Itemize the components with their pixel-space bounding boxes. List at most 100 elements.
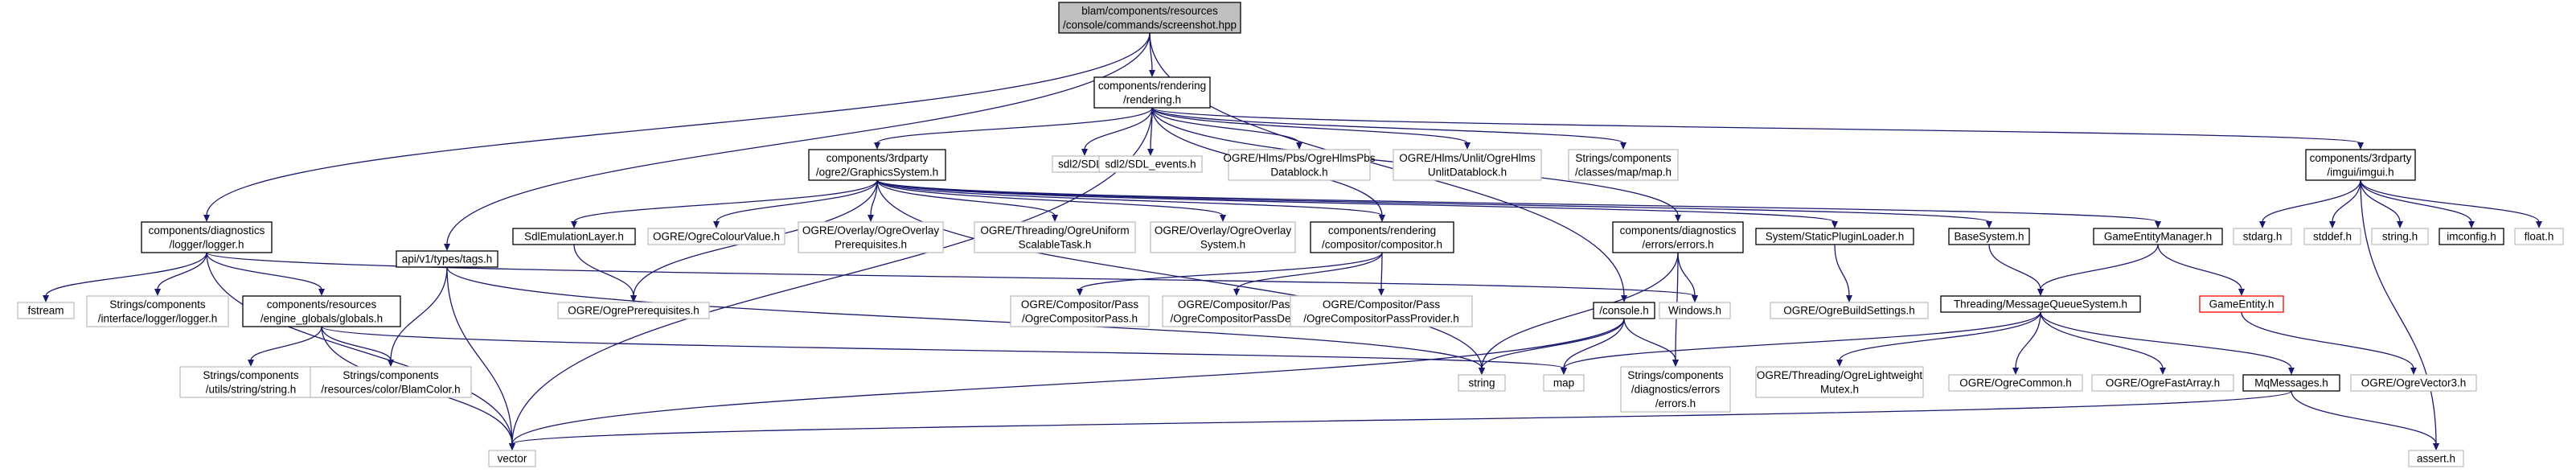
edge-console-to-mapstd xyxy=(1561,318,1625,375)
node-box xyxy=(2371,228,2429,245)
edge-root-to-console xyxy=(1149,32,1627,302)
node-box xyxy=(1010,295,1150,327)
edge-mq-to-assert xyxy=(2291,390,2439,450)
edge-line xyxy=(1149,32,1625,297)
node-mqmessages-h[interactable]: MqMessages.h xyxy=(2242,374,2340,392)
edge-gfx-to-uniform xyxy=(876,179,1058,222)
node-string: string xyxy=(1458,374,1506,392)
node-label: OGRE/Compositor/Pass xyxy=(1323,298,1441,311)
node-basesystem-h[interactable]: BaseSystem.h xyxy=(1948,228,2030,245)
node-label: sdl2/SDL.h xyxy=(1058,158,1111,171)
edge-line xyxy=(321,326,392,361)
node-label: MqMessages.h xyxy=(2254,377,2328,389)
node-system-staticpluginloader-h[interactable]: System/StaticPluginLoader.h xyxy=(1755,228,1914,245)
arrowhead xyxy=(203,215,210,222)
node-box xyxy=(1150,221,1296,253)
node-label: stdarg.h xyxy=(2243,231,2283,243)
node-label: Strings/components xyxy=(1627,369,1724,381)
node-map: map xyxy=(1543,374,1585,392)
node-label: api/v1/types/tags.h xyxy=(402,253,493,265)
edge-errors-to-windows xyxy=(1677,252,1698,302)
edge-line xyxy=(206,252,1696,297)
edge-line xyxy=(876,107,1153,144)
node-label: blam/components/resources xyxy=(1081,5,1218,17)
arrowhead xyxy=(630,295,637,302)
node-label: /OgreCompositorPass.h xyxy=(1022,312,1138,324)
arrowhead xyxy=(43,295,49,302)
node-gameentitymanager-h[interactable]: GameEntityManager.h xyxy=(2093,228,2223,245)
node-label: string xyxy=(1468,377,1495,389)
edge-gfx-to-compositor xyxy=(876,179,1385,222)
node-label: OGRE/OgreCommon.h xyxy=(1959,377,2072,389)
node-api-v1-types-tags-h[interactable]: api/v1/types/tags.h xyxy=(396,250,498,268)
node-ogre-ogrevector3-h: OGRE/OgreVector3.h xyxy=(2350,374,2477,392)
edge-globals-to-mapstd xyxy=(321,326,1567,375)
edge-line xyxy=(446,32,1151,245)
node-box xyxy=(1458,374,1506,392)
arrowhead xyxy=(874,142,880,150)
node-components-3rdparty-imgui-imgui-h[interactable]: components/3rdparty/imgui/imgui.h xyxy=(2305,149,2416,181)
node-label: Mutex.h xyxy=(1820,383,1859,395)
edge-mq-to-vector xyxy=(509,390,2292,450)
arrowhead xyxy=(2468,221,2475,228)
node-string-h: string.h xyxy=(2371,228,2429,245)
node-components-diagnostics-logger-logger-h[interactable]: components/diagnostics/logger/logger.h xyxy=(141,221,273,253)
node-float-h: float.h xyxy=(2514,228,2564,245)
node-box xyxy=(1755,228,1914,245)
node-label: components/3rdparty xyxy=(827,152,929,164)
edge-globals-to-blamcolor xyxy=(321,326,394,367)
edge-line xyxy=(716,179,878,223)
node-box xyxy=(1228,149,1371,181)
edge-line xyxy=(2241,311,2414,369)
node-threading-messagequeuesystem-h[interactable]: Threading/MessageQueueSystem.h xyxy=(1940,295,2141,313)
edge-root-to-tags xyxy=(444,32,1151,251)
node-label: fstream xyxy=(27,305,64,317)
node-ogre-compositor-pass-ogrecompositorpassprovider-h: OGRE/Compositor/Pass/OgreCompositorPassP… xyxy=(1290,295,1473,327)
node-label: SdlEmulationLayer.h xyxy=(524,231,624,243)
edge-line xyxy=(876,179,2159,223)
edge-line xyxy=(876,179,1836,223)
node-blam-components-resources-console-commands-screenshot-hpp[interactable]: blam/components/resources/console/comman… xyxy=(1058,2,1241,34)
edge-line xyxy=(2360,179,2401,223)
arrowhead xyxy=(1832,221,1838,228)
edge-gem-to-mqsys xyxy=(2037,244,2159,296)
node-box xyxy=(1393,149,1542,181)
node-box xyxy=(86,295,229,327)
node-components-rendering-compositor-compositor-h[interactable]: components/rendering/compositor/composit… xyxy=(1310,221,1454,253)
node-box xyxy=(310,366,472,398)
node-gameentity-h[interactable]: GameEntity.h xyxy=(2199,295,2284,313)
edge-mqsys-to-mapstd xyxy=(1561,311,2041,375)
node-console-h[interactable]: /console.h xyxy=(1593,302,1655,319)
node-components-resources-engine-globals-globals-h[interactable]: components/resources/engine_globals/glob… xyxy=(242,295,401,327)
edge-line xyxy=(2040,244,2159,290)
arrowhead xyxy=(1620,142,1626,150)
edge-rendering-to-sdl xyxy=(1081,107,1153,156)
edge-line xyxy=(2262,179,2361,223)
node-label: GameEntityManager.h xyxy=(2104,231,2212,243)
edge-line xyxy=(206,252,513,445)
node-components-diagnostics-errors-errors-h[interactable]: components/diagnostics/errors/errors.h xyxy=(1612,221,1744,253)
node-box xyxy=(488,450,536,467)
edge-tags-to-vector xyxy=(446,266,515,450)
node-box xyxy=(1948,228,2030,245)
node-box xyxy=(1568,149,1679,181)
edge-line xyxy=(2040,311,2164,369)
node-imconfig-h[interactable]: imconfig.h xyxy=(2439,228,2504,245)
node-label: components/3rdparty xyxy=(2310,152,2412,164)
node-fstream: fstream xyxy=(17,302,75,319)
node-label: map xyxy=(1553,377,1574,389)
edge-line xyxy=(1677,252,1696,297)
edge-line xyxy=(511,318,1625,445)
node-sdlemulationlayer-h[interactable]: SdlEmulationLayer.h xyxy=(512,228,636,245)
node-components-3rdparty-ogre2-graphicssystem-h[interactable]: components/3rdparty/ogre2/GraphicsSystem… xyxy=(808,149,946,181)
arrowhead xyxy=(1378,289,1384,296)
node-box xyxy=(1543,374,1585,392)
node-components-rendering-rendering-h[interactable]: components/rendering/rendering.h xyxy=(1093,76,1211,109)
node-box xyxy=(1659,302,1731,319)
edge-rendering-to-hlmsunlit xyxy=(1151,107,1471,150)
node-box xyxy=(512,228,636,245)
edge-gfx-to-gem xyxy=(876,179,2161,228)
node-box xyxy=(798,221,944,253)
